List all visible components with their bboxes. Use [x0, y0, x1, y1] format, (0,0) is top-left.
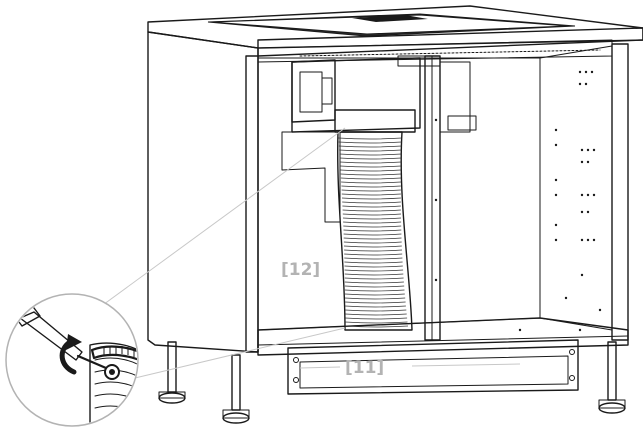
leg-front-right	[598, 341, 626, 414]
hose-rib	[344, 297, 406, 300]
right-panel-inner	[539, 45, 613, 331]
hose-rib	[344, 289, 405, 292]
bracket-leader-right	[411, 363, 521, 367]
clamp-teeth	[103, 346, 135, 357]
hose-rib	[345, 309, 407, 312]
leg-front-mid	[222, 354, 250, 424]
right-panel-holes	[434, 70, 602, 332]
hose-rib	[340, 177, 402, 180]
right-panel-front	[611, 43, 629, 341]
hose-rib	[344, 253, 403, 256]
callout-label-12: [12]	[281, 260, 320, 280]
hose-rib	[342, 205, 401, 208]
hose-rib	[343, 237, 402, 240]
hose-rib	[339, 161, 402, 164]
hose-rib	[345, 325, 409, 328]
hose-rib	[339, 149, 402, 152]
hose-rib	[344, 273, 404, 276]
hose-rib	[341, 185, 401, 188]
hose-rib	[342, 217, 402, 220]
hose-rib	[343, 245, 402, 248]
hose-rib	[343, 233, 402, 236]
hose-rib	[344, 261, 403, 264]
bracket-leader-left	[299, 366, 341, 369]
hose-rib	[342, 201, 401, 204]
cooktop-surface	[211, 14, 569, 35]
hose-ribs	[338, 137, 409, 328]
hose-rib	[345, 301, 406, 304]
leg-front-left	[158, 341, 186, 404]
hose-rib	[344, 257, 403, 260]
hose-rib	[345, 305, 406, 308]
callout-label-11: [11]	[345, 358, 384, 378]
hose-rib	[340, 173, 402, 176]
cooktop-vent-grille	[352, 15, 428, 22]
rotate-arrow-icon	[59, 334, 82, 375]
hose-rib	[345, 317, 408, 320]
bottom-shelf	[257, 317, 629, 356]
hose-rib	[338, 141, 402, 144]
left-side-panel	[147, 31, 259, 353]
hose-rib	[344, 285, 405, 288]
left-panel-front	[245, 55, 259, 353]
hose-rib	[343, 229, 402, 232]
hose-rib	[338, 137, 402, 140]
detail-leader-top	[84, 127, 346, 319]
hose-rib	[341, 197, 401, 200]
hose-rib	[344, 277, 404, 280]
mounting-bracket	[287, 339, 579, 395]
hose-rib	[345, 321, 408, 324]
flexible-hose	[337, 131, 413, 331]
cabinet	[147, 5, 643, 356]
hose-rib	[341, 189, 401, 192]
hose-rib	[344, 281, 404, 284]
hose-rib	[340, 169, 402, 172]
hose-rib	[339, 157, 402, 160]
hose-rib	[345, 313, 407, 316]
cabinet-legs	[158, 341, 626, 424]
hose-rib	[341, 181, 402, 184]
hose-rib	[339, 153, 402, 156]
hose-rib	[342, 209, 401, 212]
hose-rib	[341, 193, 401, 196]
hose-rib	[343, 241, 402, 244]
hose-rib	[344, 269, 404, 272]
top-rail	[257, 39, 613, 63]
hose-rib	[338, 145, 402, 148]
hose-rib	[343, 225, 402, 228]
zoom-detail-circle-icon	[5, 293, 139, 427]
hose-rib	[344, 293, 405, 296]
hose-rib	[340, 165, 402, 168]
detail-leader-bottom	[134, 327, 346, 379]
hose-rib	[344, 265, 403, 268]
hose-rib	[344, 249, 403, 252]
hose-rib	[342, 213, 402, 216]
hose-rib	[343, 221, 402, 224]
